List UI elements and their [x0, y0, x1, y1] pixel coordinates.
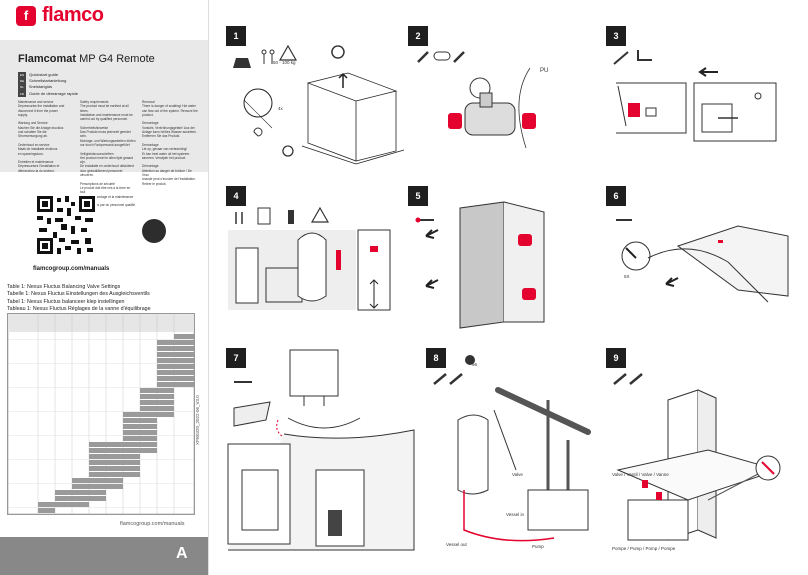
vessel-connection-illustration — [228, 206, 391, 311]
step-8-panel: 8 96 Vessel in Vessel out Pump Valve — [426, 348, 598, 550]
lang-tag: DE — [18, 78, 27, 85]
quantity-label: 4x — [278, 106, 283, 111]
step-5-panel: 5 — [408, 186, 590, 338]
safety-columns: Maintenance and service Depressurise the… — [18, 100, 198, 207]
angle-label: 96 — [472, 362, 478, 367]
two-person-lift-icon — [261, 49, 275, 64]
pump-unit-label: PU — [540, 68, 549, 74]
unpacking-illustration — [233, 44, 405, 165]
title-rest: MP G4 Remote — [79, 53, 155, 65]
footer-band: A — [0, 537, 208, 575]
step-number: 4 — [226, 186, 246, 206]
lang-tag: NL — [18, 84, 26, 91]
weight-label: 50 - 100 kg — [273, 60, 296, 65]
step-3-panel: 3 — [606, 26, 798, 178]
piping-illustration — [433, 355, 591, 542]
lang-tag: FR — [18, 90, 26, 97]
weight-icon — [233, 58, 251, 68]
removal-text: Removal There is danger of scalding! Hot… — [142, 100, 198, 186]
pump-icon — [433, 51, 451, 61]
step-number: 3 — [606, 26, 626, 46]
step-number: 2 — [408, 26, 428, 46]
vessel-icon — [257, 207, 271, 225]
spanner-icon — [629, 373, 643, 385]
aalberts-logo-icon: A — [176, 545, 188, 562]
lang-tag: EN — [18, 72, 27, 79]
two-person-icon — [235, 212, 243, 224]
step-number: 1 — [226, 26, 246, 46]
recycle-icon — [331, 45, 345, 59]
step-number: 7 — [226, 348, 246, 368]
step-number: 9 — [606, 348, 626, 368]
vessel-out-label: Vessel out — [446, 542, 467, 547]
brand-logo: f flamco — [16, 4, 104, 27]
guide-text: Quickstart guide — [29, 72, 59, 77]
manuals-url[interactable]: flamcogroup.com/manuals — [33, 266, 110, 272]
panel-removal-illustration — [415, 201, 545, 329]
product-title: Flamcomat MP G4 Remote — [18, 53, 155, 65]
step-6-panel: 6 5X — [606, 186, 798, 338]
wrench-icon — [417, 51, 429, 63]
valve-settings-table — [7, 313, 195, 515]
step-7-panel: 7 — [226, 348, 415, 551]
screwdriver-icon — [613, 51, 629, 65]
pump-callout: Pompe / Pump / Pomp / Pompe — [612, 546, 676, 551]
document-code: XPB0320_2022-06_V3.0 — [195, 395, 200, 445]
step-number: 6 — [606, 186, 626, 206]
maintenance-text: Maintenance and service Depressurise the… — [18, 100, 65, 173]
info-band — [0, 40, 208, 172]
step-number: 5 — [408, 186, 428, 206]
flame-icon: f — [16, 5, 36, 26]
torque-icon — [465, 355, 475, 365]
control-cover-illustration — [616, 219, 789, 303]
caption-en: Table 1: Nexus Fluctus Balancing Valve S… — [7, 284, 121, 290]
screw-count-label: 5X — [624, 274, 630, 279]
caption-fr: Tableau 1: Nexus Fluctus Réglages de la … — [7, 305, 151, 312]
vessel-in-label: Vessel in — [506, 512, 525, 517]
step-2-panel: 2 PU — [408, 26, 590, 178]
spanner-icon — [453, 51, 465, 63]
hex-key-icon — [637, 50, 652, 61]
spanner-icon — [449, 373, 463, 385]
cover-removal-illustration — [613, 50, 777, 142]
warning-icon — [310, 206, 330, 223]
guide-text: Guide de démarrage rapide — [29, 90, 78, 96]
step-number: 8 — [426, 348, 446, 368]
footer-url[interactable]: flamcogroup.com/manuals — [120, 521, 185, 527]
step-1-panel: 1 50 - 100 kg 4x — [226, 26, 405, 178]
title-bold: Flamcomat — [18, 53, 77, 65]
valve-callout: Valve / Ventil / Valve / Vanne — [612, 472, 669, 477]
guide-text: Schnellstartanleitung — [29, 78, 67, 84]
level-icon — [288, 210, 294, 224]
caption-de: Tabelle 1: Nexus Fluctus Einstellungen d… — [7, 291, 150, 298]
qr-code[interactable] — [35, 194, 97, 256]
table-caption: Table 1: Nexus Fluctus Balancing Valve S… — [7, 284, 151, 313]
valve-adjustment-illustration — [613, 373, 781, 541]
brand-name: flamco — [42, 4, 104, 26]
caption-nl: Tabel 1: Nexus Fluctus balanceer klep in… — [7, 298, 125, 305]
guide-text: Snelstartgids — [28, 84, 52, 90]
sensor-mounting-illustration — [227, 349, 415, 551]
wrench-icon — [613, 373, 627, 385]
pump-label: Pump — [532, 544, 544, 549]
wrench-icon — [433, 373, 447, 385]
safety-text: Safety requirements The product must be … — [80, 100, 136, 208]
pump-removal-illustration — [417, 51, 536, 149]
step-9-panel: 9 Valve / Ventil / Valve / Vanne Pompe /… — [606, 348, 798, 555]
read-manual-icon — [142, 219, 166, 243]
step-4-panel: 4 — [226, 186, 398, 338]
valve-label: Valve — [512, 472, 523, 477]
warning-icon — [278, 44, 298, 61]
